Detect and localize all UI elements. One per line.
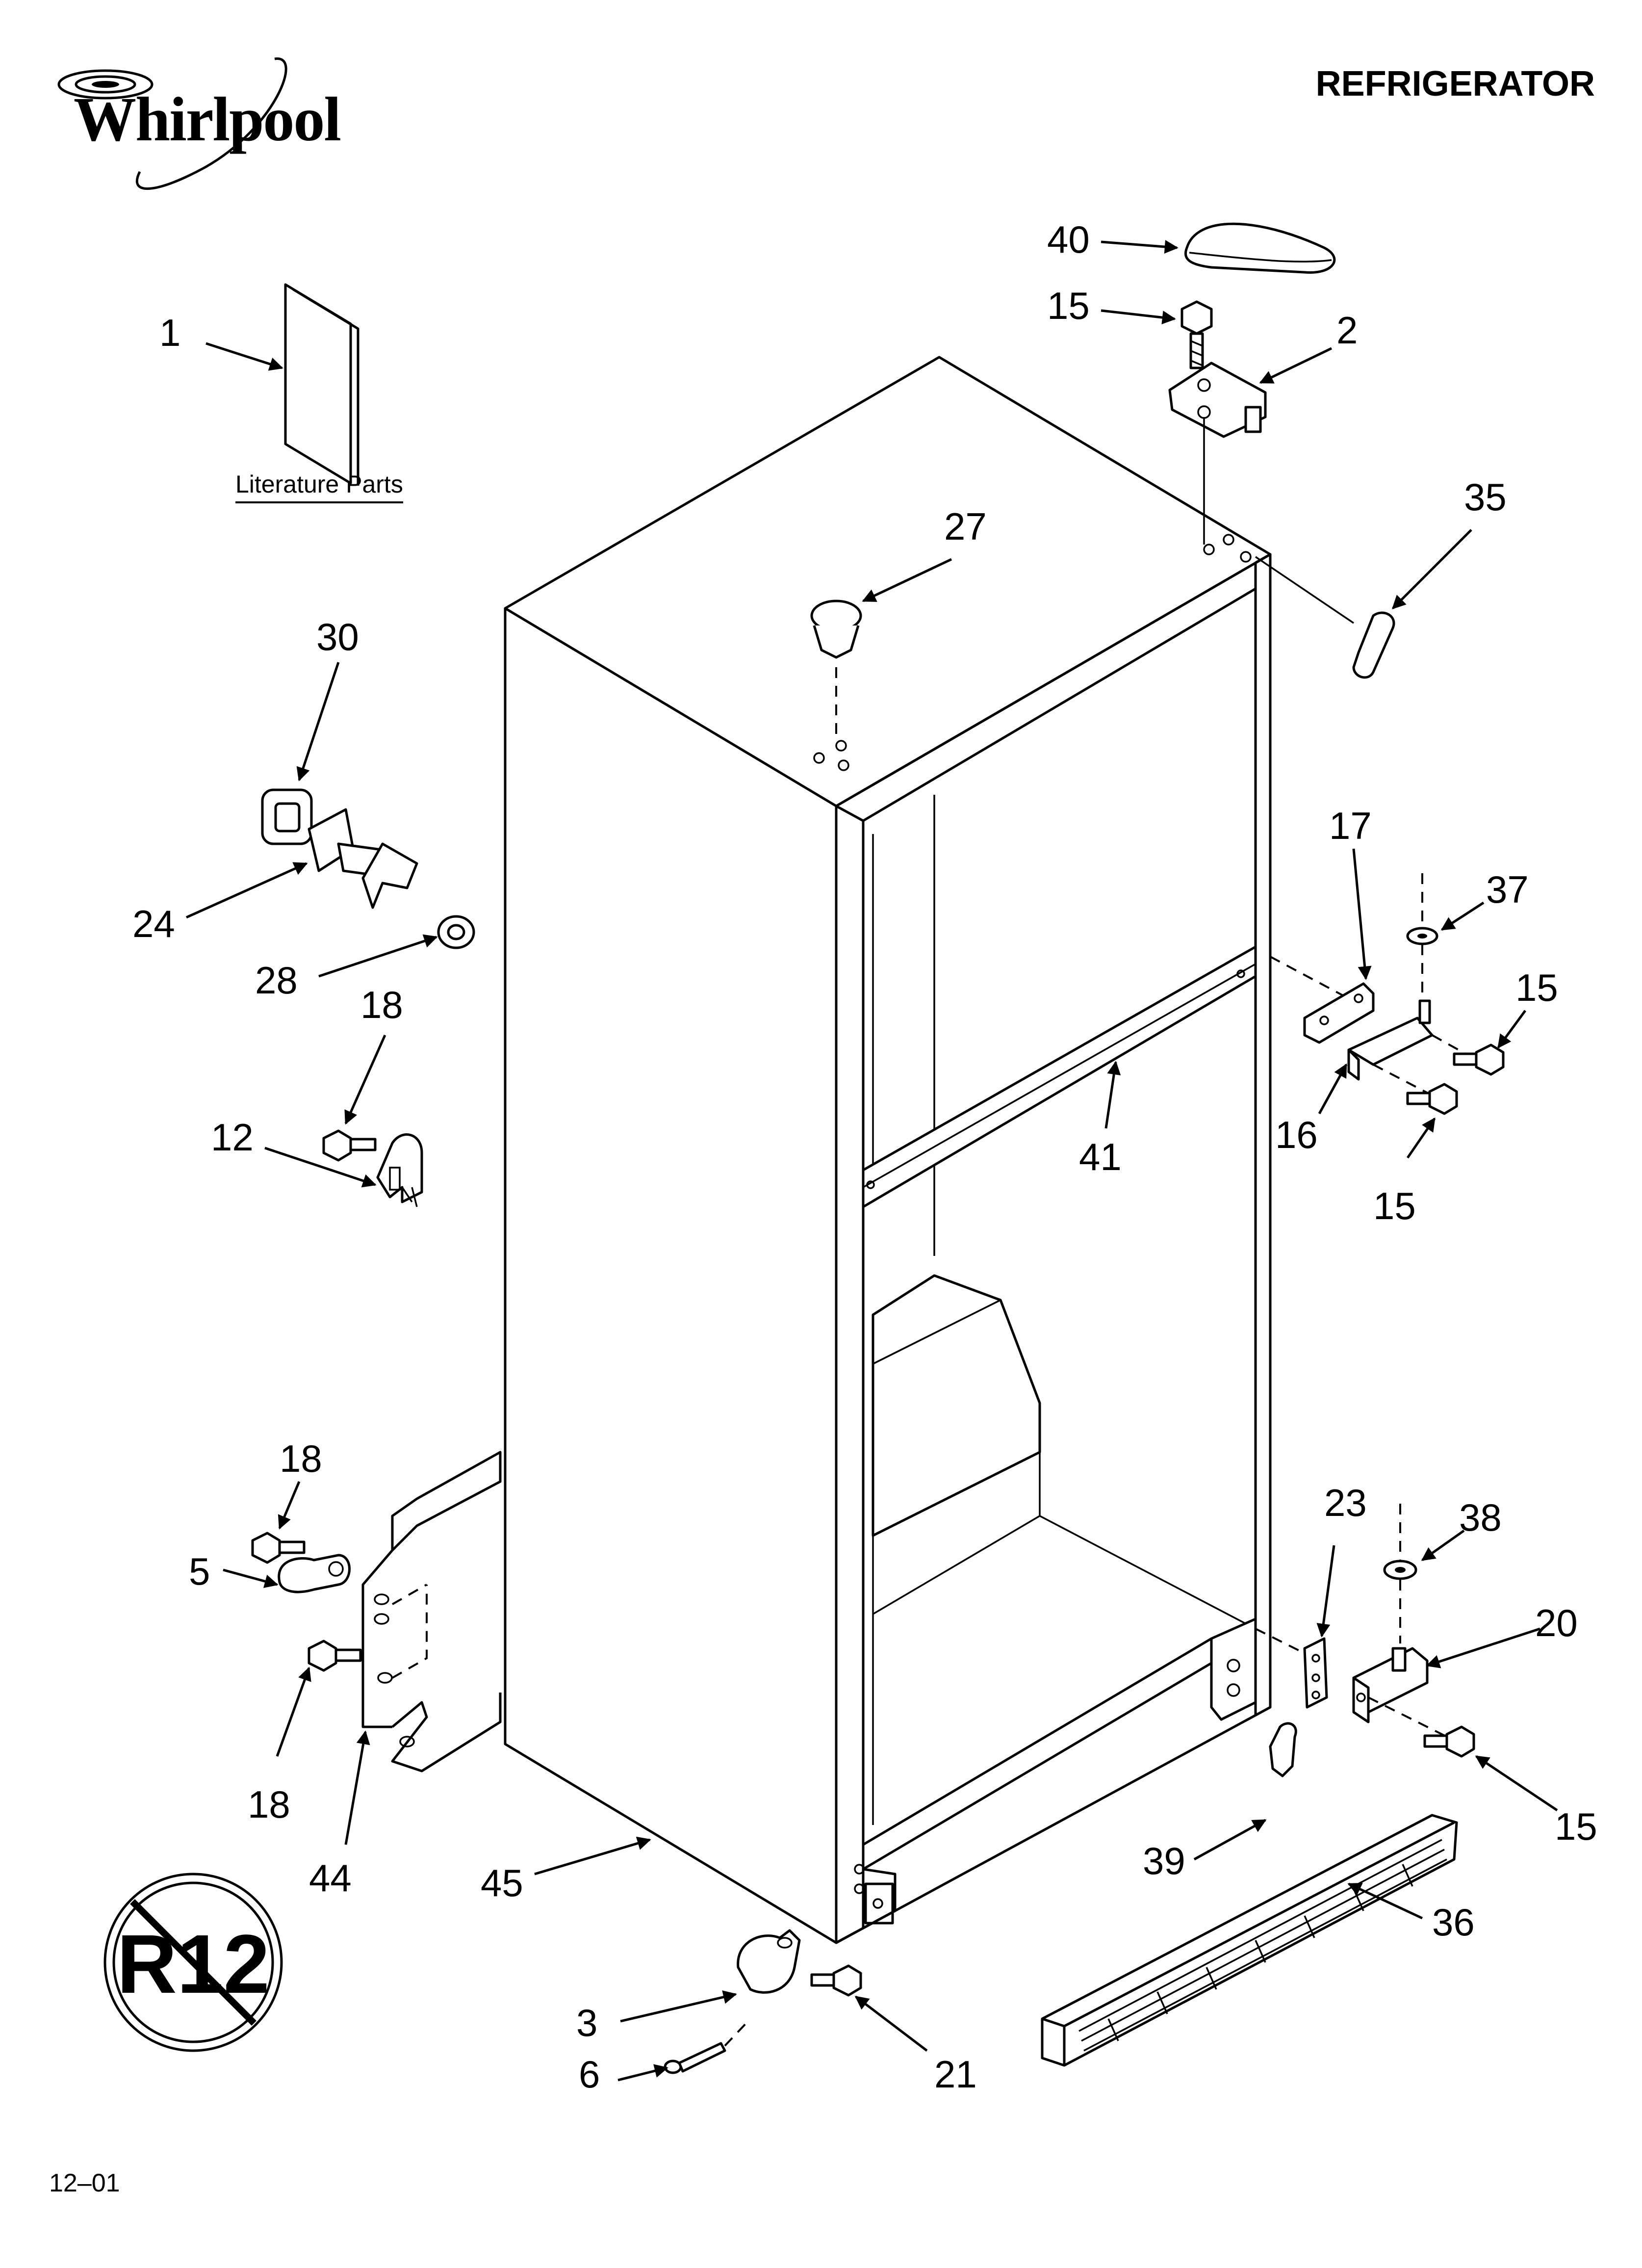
callout-leader-lines <box>185 240 1558 2082</box>
callout-5: 5 <box>189 1550 210 1593</box>
callout-labels: 40 15 2 1 35 27 30 24 28 18 12 17 37 15 … <box>132 218 1597 2096</box>
document-title: REFRIGERATOR <box>1315 64 1595 104</box>
callout-41: 41 <box>1079 1135 1122 1178</box>
part-41-divider-trim <box>862 945 1257 1208</box>
callout-27: 27 <box>944 505 987 548</box>
part-38-washer <box>1383 1504 1417 1643</box>
part-12-bracket <box>376 1133 423 1207</box>
callout-21: 21 <box>934 2053 977 2096</box>
logo-swirl-icon <box>57 57 287 190</box>
part-36-toe-grille <box>1041 1814 1458 2067</box>
callout-15-mid: 15 <box>1373 1184 1416 1227</box>
part-6-pin <box>664 2018 751 2074</box>
part-15-screw-mid-right <box>1453 1043 1505 1076</box>
part-1-literature-booklet <box>284 283 359 486</box>
callout-15-top: 15 <box>1047 284 1090 327</box>
part-39-grille-clip <box>1269 1722 1297 1777</box>
whirlpool-logo: Whirlpool <box>74 83 341 156</box>
part-15-screw-mid <box>1406 1083 1458 1115</box>
part-24-door-stop <box>308 808 418 909</box>
part-18-screw-left-a <box>251 1532 306 1564</box>
part-37-washer <box>1406 873 1438 998</box>
callout-37: 37 <box>1486 868 1529 911</box>
part-15-screw-lower-right <box>1423 1725 1475 1758</box>
callout-23: 23 <box>1324 1481 1367 1524</box>
literature-parts-label: Literature Parts <box>235 470 403 503</box>
part-5-clamp <box>278 1554 351 1593</box>
part-21-screw <box>810 1964 862 1997</box>
callout-45: 45 <box>481 1861 523 1904</box>
callout-18-left-b: 18 <box>248 1783 290 1826</box>
date-code: 12–01 <box>49 2169 120 2197</box>
callout-18-upper: 18 <box>360 983 403 1026</box>
callout-39: 39 <box>1143 1839 1185 1882</box>
callout-36: 36 <box>1432 1901 1475 1944</box>
refrigerator-cabinet <box>504 356 1272 1944</box>
part-20-bottom-hinge <box>1352 1647 1429 1723</box>
part-17-hinge-shim <box>1303 982 1375 1044</box>
callout-2: 2 <box>1336 309 1358 352</box>
part-18-screw-upper <box>322 1129 377 1162</box>
callout-15-lower-right: 15 <box>1555 1805 1597 1848</box>
callout-28: 28 <box>255 959 298 1002</box>
brand-name: Whirlpool <box>74 84 341 154</box>
part-28-washer <box>437 915 475 949</box>
callout-40: 40 <box>1047 218 1090 261</box>
callout-38: 38 <box>1459 1496 1502 1539</box>
no-r12-refrigerant-badge: R12 <box>103 1873 283 2052</box>
callout-44: 44 <box>309 1856 352 1900</box>
callout-15-mid-right: 15 <box>1515 966 1558 1009</box>
callout-17: 17 <box>1329 804 1372 847</box>
part-3-door-closer <box>737 1929 801 1994</box>
callout-1: 1 <box>159 311 180 354</box>
callout-20: 20 <box>1535 1601 1578 1644</box>
callout-18-left-a: 18 <box>280 1437 322 1480</box>
part-27-top-plug <box>810 600 862 741</box>
callout-24: 24 <box>132 902 175 945</box>
callout-3: 3 <box>576 2001 597 2044</box>
callout-16: 16 <box>1275 1113 1318 1156</box>
callout-30: 30 <box>316 615 359 658</box>
part-2-top-hinge <box>1168 362 1267 545</box>
part-15-screw-top <box>1180 300 1213 369</box>
part-30-gasket <box>261 788 313 845</box>
part-44-cover-plate <box>361 1451 502 1773</box>
part-18-screw-left-b <box>308 1640 362 1672</box>
part-40-hinge-cover <box>1184 222 1336 274</box>
callout-6: 6 <box>579 2053 600 2096</box>
callout-35: 35 <box>1464 475 1507 519</box>
part-23-hinge-shim <box>1303 1637 1328 1709</box>
part-35-hinge-plug <box>1255 556 1395 679</box>
callout-12: 12 <box>211 1116 254 1159</box>
